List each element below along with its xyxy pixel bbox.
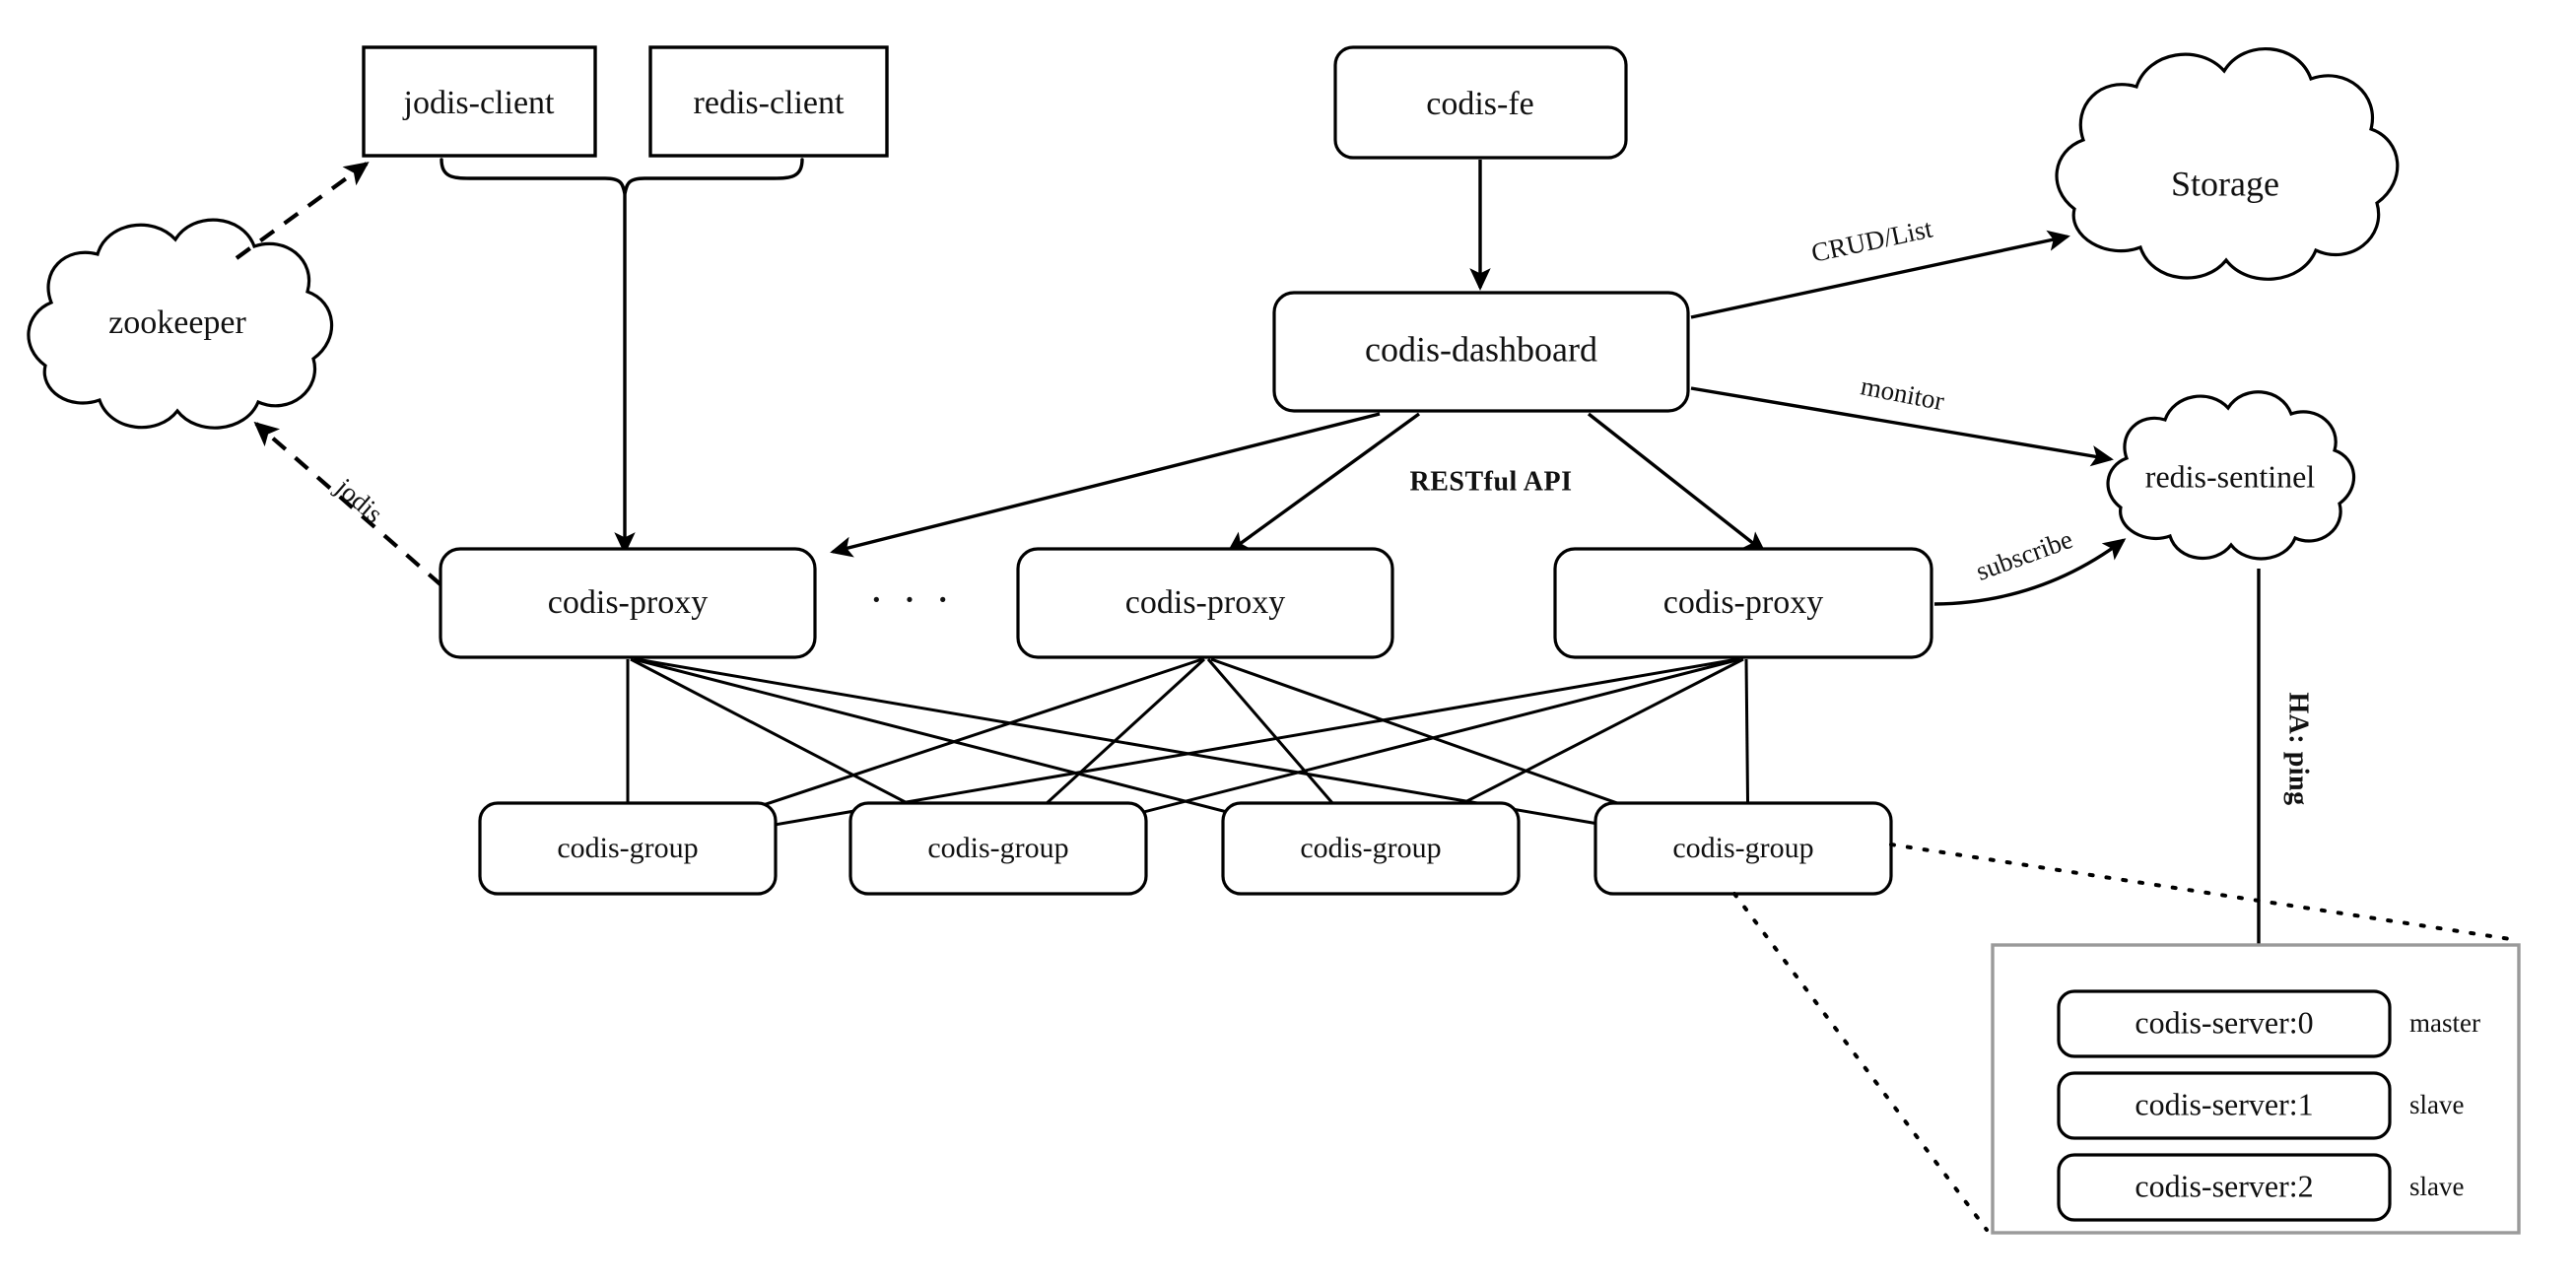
- node-codis-dashboard-label: codis-dashboard: [1365, 329, 1597, 369]
- node-codis-proxy-1[interactable]: codis-proxy: [439, 547, 817, 659]
- node-codis-group-3-label: codis-group: [1300, 832, 1441, 864]
- node-redis-client-label: redis-client: [694, 85, 845, 121]
- node-codis-server-2-label: codis-server:2: [2135, 1168, 2313, 1203]
- node-storage-label: Storage: [2171, 164, 2279, 203]
- edge-proxy3-group1: [640, 657, 1738, 853]
- role-label-server-2: slave: [2409, 1172, 2464, 1201]
- edge-dashboard-to-storage: [1690, 230, 2070, 319]
- edge-proxy1-to-zookeeper: [253, 421, 443, 587]
- proxy-ellipsis: · · ·: [869, 575, 954, 624]
- node-codis-server-0-label: codis-server:0: [2135, 1004, 2313, 1040]
- node-zookeeper[interactable]: zookeeper: [27, 218, 334, 430]
- node-codis-proxy-2[interactable]: codis-proxy: [1016, 547, 1394, 659]
- role-label-server-0: master: [2409, 1008, 2480, 1038]
- node-codis-group-1-label: codis-group: [557, 832, 698, 864]
- node-codis-server-0[interactable]: codis-server:0: [2057, 989, 2392, 1058]
- node-codis-group-1[interactable]: codis-group: [478, 801, 778, 896]
- node-jodis-client-label: jodis-client: [403, 85, 556, 121]
- node-codis-group-3[interactable]: codis-group: [1221, 801, 1521, 896]
- edge-dashboard-to-proxy1: [830, 412, 1381, 558]
- callout-line-bottom: [1732, 892, 1989, 1232]
- role-label-server-1: slave: [2409, 1090, 2464, 1119]
- node-redis-sentinel-label: redis-sentinel: [2145, 458, 2316, 494]
- node-redis-sentinel[interactable]: redis-sentinel: [2106, 390, 2355, 561]
- node-codis-proxy-3[interactable]: codis-proxy: [1553, 547, 1933, 659]
- node-codis-server-2[interactable]: codis-server:2: [2057, 1153, 2392, 1222]
- edge-dashboard-to-proxy3: [1587, 412, 1767, 554]
- node-redis-client[interactable]: redis-client: [648, 45, 889, 158]
- node-codis-fe[interactable]: codis-fe: [1333, 45, 1628, 160]
- edge-dashboard-to-proxy2: [1226, 412, 1420, 554]
- node-jodis-client[interactable]: jodis-client: [362, 45, 597, 158]
- callout-line-top: [1889, 843, 2519, 942]
- node-codis-group-4-label: codis-group: [1672, 832, 1813, 864]
- node-codis-server-1[interactable]: codis-server:1: [2057, 1071, 2392, 1140]
- node-codis-group-2-label: codis-group: [927, 832, 1068, 864]
- node-codis-group-2[interactable]: codis-group: [848, 801, 1148, 896]
- edge-label-jodis: jodis: [329, 472, 388, 529]
- edge-label-monitor: monitor: [1859, 371, 1947, 416]
- edge-proxy3-to-sentinel: [1933, 538, 2127, 606]
- node-codis-server-1-label: codis-server:1: [2135, 1086, 2313, 1121]
- node-codis-proxy-3-label: codis-proxy: [1663, 584, 1823, 621]
- edge-label-crud-list: CRUD/List: [1808, 214, 1935, 268]
- edge-label-restful-api: RESTful API: [1410, 466, 1573, 497]
- node-codis-fe-label: codis-fe: [1426, 86, 1534, 122]
- node-codis-dashboard[interactable]: codis-dashboard: [1272, 291, 1690, 413]
- client-brace: [440, 158, 804, 195]
- node-storage[interactable]: Storage: [2055, 47, 2400, 281]
- node-codis-proxy-1-label: codis-proxy: [548, 584, 708, 621]
- edge-label-ha-ping: HA: ping: [2283, 692, 2314, 805]
- edge-dashboard-to-sentinel: [1690, 386, 2114, 467]
- node-codis-group-4[interactable]: codis-group: [1593, 801, 1893, 896]
- node-zookeeper-label: zookeeper: [108, 304, 246, 341]
- edge-zookeeper-to-jodis-client: [235, 162, 370, 260]
- node-codis-proxy-2-label: codis-proxy: [1125, 584, 1285, 621]
